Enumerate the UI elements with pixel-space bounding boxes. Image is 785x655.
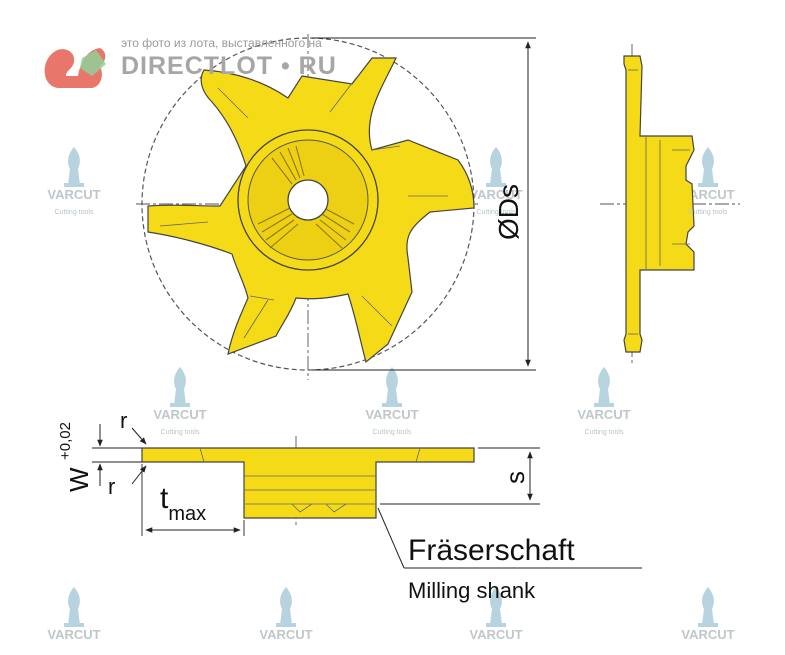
radius-top-label: r (120, 408, 127, 433)
width-dimension: W +0,02 (57, 422, 142, 492)
tmax-label: tmax (160, 482, 206, 525)
width-tolerance-label: +0,02 (57, 422, 74, 460)
shank-leader: Fräserschaft Milling shank (377, 507, 642, 603)
radius-bottom-label: r (108, 474, 115, 499)
svg-text:Cutting tools: Cutting tools (689, 209, 728, 216)
tmax-subscript: max (168, 503, 206, 525)
insert-side-view (600, 44, 740, 364)
shank-label-de: Fräserschaft (408, 534, 575, 567)
svg-text:Cutting tools: Cutting tools (161, 429, 200, 436)
s-label: s (500, 471, 530, 484)
radius-markers: r r (108, 408, 147, 499)
tmax-dimension: tmax (141, 464, 245, 536)
svg-text:Cutting tools: Cutting tools (585, 429, 624, 436)
tooth-grooves (159, 77, 448, 339)
shank-label-en: Milling shank (408, 578, 536, 603)
hub-ribs (257, 145, 355, 249)
diameter-label: ØDs (493, 184, 524, 240)
watermark-caption: это фото из лота, выставленного на (121, 36, 322, 50)
diameter-dimension: ØDs (312, 37, 536, 371)
svg-text:Cutting tools: Cutting tools (373, 429, 412, 436)
svg-text:Cutting tools: Cutting tools (477, 209, 516, 216)
squirrel-logo-icon (44, 48, 106, 88)
watermark-brand: DIRECTLOT • RU (121, 52, 337, 80)
s-dimension: s (380, 447, 540, 505)
insert-section-view: W +0,02 r r tmax s (57, 408, 642, 603)
svg-text:Cutting tools: Cutting tools (55, 209, 94, 216)
tile-captions: Cutting tools Cutting tools Cutting tool… (55, 209, 728, 436)
center-bore (287, 179, 329, 221)
width-label: W (64, 467, 94, 492)
